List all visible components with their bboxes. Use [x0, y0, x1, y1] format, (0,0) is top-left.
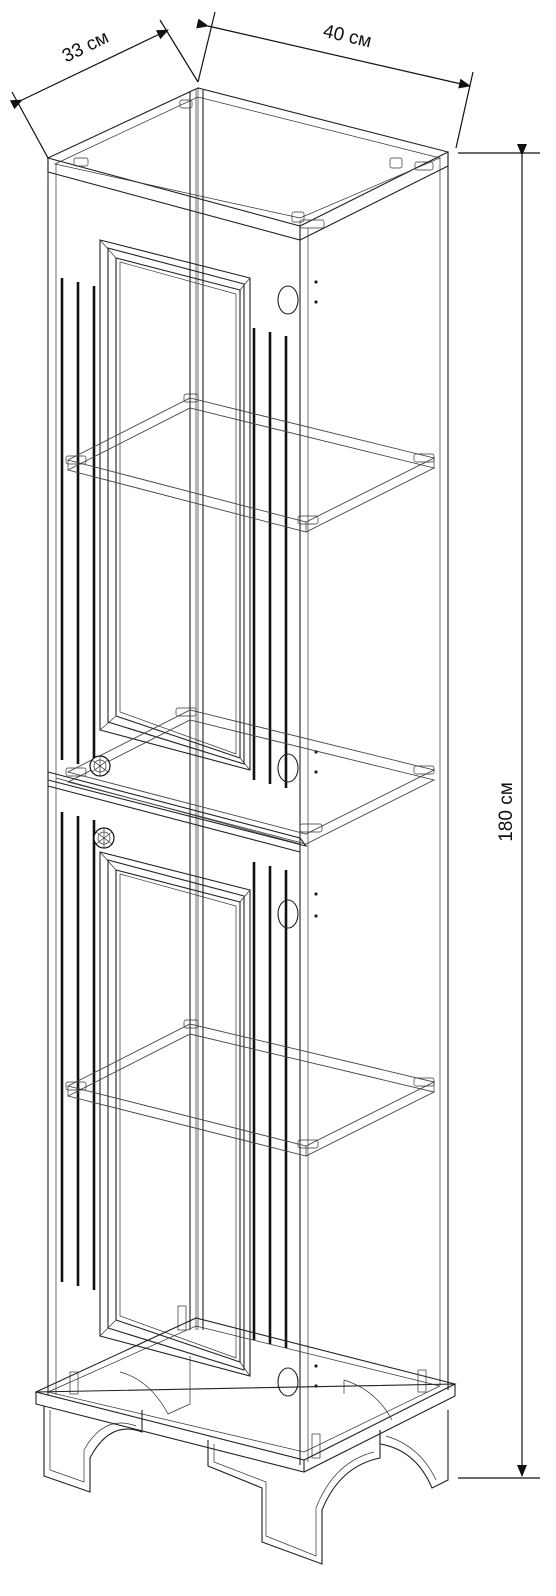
- height-dimension: 180 см: [458, 144, 540, 1479]
- decorative-grooves: [60, 278, 288, 1348]
- lower-door-panel: [99, 851, 251, 1377]
- width-dimension: 40 см: [196, 11, 474, 149]
- depth-dimension: 33 см: [9, 19, 199, 159]
- upper-door-panel: [99, 239, 251, 771]
- cabinet-body: [46, 87, 450, 1465]
- hinges: [277, 280, 318, 1397]
- cabinet-base: [34, 1305, 457, 1565]
- knob-lower: [93, 827, 115, 849]
- shelf-lower: [66, 1023, 436, 1157]
- shelf-pegs: [65, 99, 435, 1149]
- width-label: 40 см: [321, 21, 373, 52]
- height-label: 180 см: [496, 782, 517, 842]
- shelf-middle: [66, 709, 436, 845]
- knob-upper: [89, 755, 111, 777]
- shelf-upper: [66, 397, 436, 533]
